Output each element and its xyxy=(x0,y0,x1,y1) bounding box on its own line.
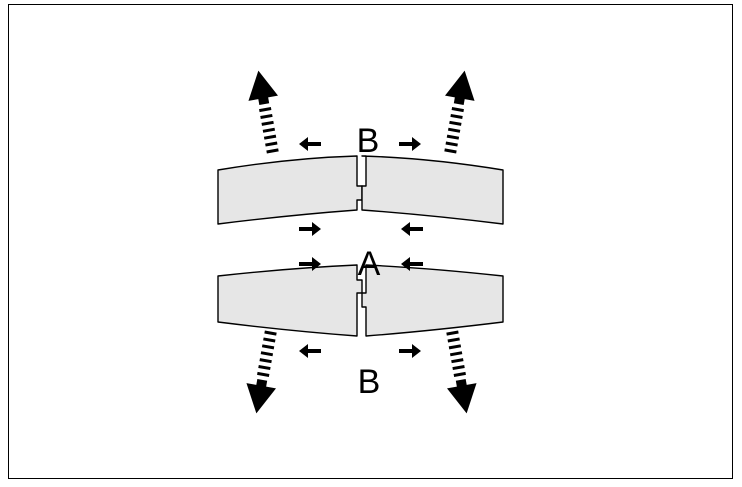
lower-plate-right xyxy=(361,264,504,337)
small-arrow-icon xyxy=(299,222,321,236)
large-arrow-icon xyxy=(243,68,288,156)
large-arrow-icon xyxy=(437,328,482,416)
label-top-b: B xyxy=(357,122,380,160)
small-arrow-icon xyxy=(299,137,321,151)
upper-plate-left xyxy=(217,155,363,225)
label-middle-a: A xyxy=(358,245,381,283)
small-arrow-icon xyxy=(399,344,421,358)
small-arrow-icon xyxy=(401,222,423,236)
diagram-frame xyxy=(8,4,733,479)
upper-plate-right xyxy=(361,155,504,225)
small-arrow-icon xyxy=(299,344,321,358)
large-arrow-icon xyxy=(435,68,480,156)
small-arrow-icon xyxy=(399,137,421,151)
large-arrow-icon xyxy=(241,328,286,416)
lower-plate-left xyxy=(217,264,363,337)
label-bottom-b: B xyxy=(358,363,381,401)
